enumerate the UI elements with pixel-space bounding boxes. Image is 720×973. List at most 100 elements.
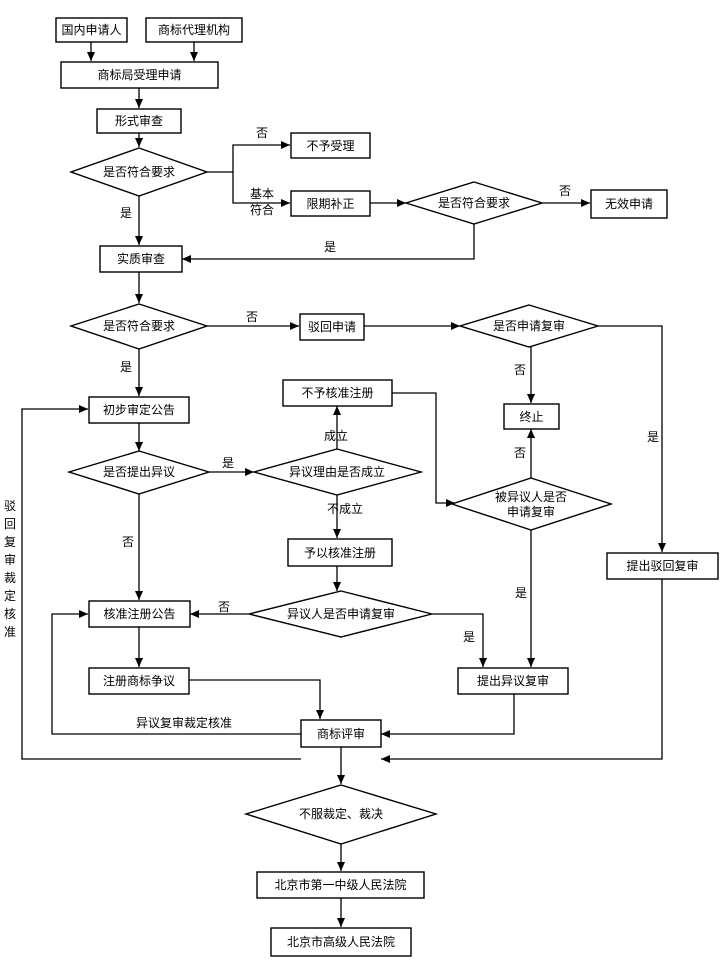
decision-opposition-filed: 是否提出异议 <box>66 450 212 495</box>
box-submit-reject-review-text: 提出驳回复审 <box>626 558 698 573</box>
decision-opposed-apply-review: 被异议人是否 申请复审 <box>449 477 614 531</box>
label-yes-2: 是 <box>324 240 336 254</box>
edge-q8-to-submit-opp-review <box>432 613 487 667</box>
decision-meets-req-2: 是否符合要求 <box>403 181 545 225</box>
decision-apply-review-reject: 是否申请复审 <box>457 304 601 348</box>
label-yes-1: 是 <box>120 206 132 220</box>
decision-disagree-text: 不服裁定、裁决 <box>299 806 383 821</box>
box-substantive-exam-text: 实质审查 <box>117 251 165 266</box>
decision-opposition-filed-text: 是否提出异议 <box>103 464 175 479</box>
box-tm-review-text: 商标评审 <box>317 726 365 741</box>
edge-opp-review-to-tm-review <box>381 694 515 738</box>
label-yes-3: 是 <box>120 360 132 374</box>
label-yes-4: 是 <box>647 430 659 444</box>
box-trademark-agency-text: 商标代理机构 <box>158 22 230 37</box>
box-reject-application-text: 驳回申请 <box>308 320 356 334</box>
box-not-accepted-text: 不予受理 <box>306 139 354 153</box>
label-basic-2: 符合 <box>250 202 274 217</box>
left-vertical-label-char-4: 裁 <box>4 571 16 585</box>
box-limited-correction: 限期补正 <box>290 190 371 217</box>
box-prelim-announce: 初步审定公告 <box>88 396 190 424</box>
label-not-established: 不成立 <box>327 501 363 516</box>
box-approve-reg: 予以核准注册 <box>287 538 393 567</box>
decision-opposition-valid-text: 异议理由是否成立 <box>289 464 385 479</box>
edge-tm-review-reject-approved <box>21 405 301 760</box>
box-domestic-applicant-text: 国内申请人 <box>61 23 121 37</box>
edges <box>21 42 666 927</box>
left-vertical-label: 驳 回 复 审 裁 定 核 准 <box>4 499 16 639</box>
label-no-1: 否 <box>256 126 268 140</box>
label-opp-review-approved: 异议复审裁定核准 <box>136 715 232 730</box>
box-submit-opp-review: 提出异议复审 <box>457 667 569 695</box>
decision-meets-req-1: 是否符合要求 <box>68 147 210 197</box>
edge-q2-to-substantive <box>182 224 475 263</box>
edge-q1-to-not-accepted <box>207 141 290 173</box>
box-terminate-text: 终止 <box>519 409 543 424</box>
box-not-approve-reg: 不予核准注册 <box>282 379 393 407</box>
box-domestic-applicant: 国内申请人 <box>55 17 128 43</box>
label-no-5: 否 <box>514 446 526 460</box>
box-approve-reg-text: 予以核准注册 <box>304 545 376 560</box>
label-established: 成立 <box>324 428 348 443</box>
label-no-2: 否 <box>559 184 571 198</box>
label-no-3: 否 <box>246 310 258 324</box>
box-reject-application: 驳回申请 <box>299 313 365 341</box>
box-not-accepted: 不予受理 <box>290 132 371 159</box>
edge-reject-review-to-tm-review <box>381 579 663 763</box>
edge-not-approve-to-q7 <box>392 392 455 507</box>
box-invalid-application-text: 无效申请 <box>605 196 653 211</box>
left-vertical-label-char-1: 回 <box>4 517 16 531</box>
box-court-1-text: 北京市第一中级人民法院 <box>274 877 406 892</box>
box-trademark-agency: 商标代理机构 <box>145 17 243 43</box>
box-limited-correction-text: 限期补正 <box>306 197 354 211</box>
decision-meets-req-3: 是否符合要求 <box>68 303 210 350</box>
edge-tm-review-opp-approved <box>51 610 301 735</box>
box-reg-announce-text: 核准注册公告 <box>103 606 175 621</box>
left-vertical-label-char-2: 复 <box>4 535 16 549</box>
box-submit-reject-review: 提出驳回复审 <box>606 552 719 580</box>
box-office-accept-text: 商标局受理申请 <box>97 67 181 82</box>
box-terminate: 终止 <box>503 403 560 430</box>
label-no-6: 否 <box>122 535 134 549</box>
decision-opposed-apply-review-text-1: 被异议人是否 <box>495 490 567 504</box>
box-tm-review: 商标评审 <box>300 719 382 748</box>
label-yes-6: 是 <box>515 586 527 600</box>
box-formal-exam: 形式审查 <box>96 108 182 134</box>
left-vertical-label-char-5: 定 <box>4 588 16 603</box>
edge-q4-to-submit-reject-review <box>598 325 666 552</box>
box-court-1: 北京市第一中级人民法院 <box>256 871 425 899</box>
box-not-approve-reg-text: 不予核准注册 <box>301 385 373 400</box>
edge-q1-to-correction <box>232 172 290 207</box>
box-prelim-announce-text: 初步审定公告 <box>103 402 175 417</box>
decision-meets-req-3-text: 是否符合要求 <box>103 318 175 333</box>
box-office-accept: 商标局受理申请 <box>60 61 219 89</box>
box-invalid-application: 无效申请 <box>590 189 668 219</box>
left-vertical-label-char-0: 驳 <box>4 499 16 513</box>
decision-meets-req-1-text: 是否符合要求 <box>103 164 175 179</box>
decision-opponent-apply-review-text: 异议人是否申请复审 <box>287 606 395 621</box>
box-substantive-exam: 实质审查 <box>99 245 183 273</box>
decision-opposition-valid: 异议理由是否成立 <box>251 448 424 496</box>
decision-meets-req-2-text: 是否符合要求 <box>438 195 510 210</box>
box-reg-announce: 核准注册公告 <box>88 600 191 628</box>
label-no-4: 否 <box>514 363 526 377</box>
label-yes-5: 是 <box>222 456 234 470</box>
decision-apply-review-reject-text: 是否申请复审 <box>493 318 565 333</box>
left-vertical-label-char-6: 核 <box>4 607 16 621</box>
label-yes-7: 是 <box>463 630 475 644</box>
edge-dispute-to-tm-review <box>189 679 324 719</box>
decision-opposed-apply-review-text-2: 申请复审 <box>507 504 555 519</box>
box-formal-exam-text: 形式审查 <box>115 113 163 128</box>
edge-labels: 否 基本 符合 是 否 是 否 是 否 是 是 成立 否 不成立 否 否 是 是… <box>120 126 659 730</box>
left-vertical-label-char-3: 审 <box>4 552 16 567</box>
box-court-2-text: 北京市高级人民法院 <box>287 934 395 949</box>
label-no-7: 否 <box>218 600 230 614</box>
decision-disagree: 不服裁定、裁决 <box>243 784 439 845</box>
box-court-2: 北京市高级人民法院 <box>270 927 412 957</box>
box-dispute: 注册商标争议 <box>88 667 190 695</box>
box-dispute-text: 注册商标争议 <box>103 673 175 688</box>
left-vertical-label-char-7: 准 <box>4 625 16 639</box>
label-basic-1: 基本 <box>250 187 274 201</box>
box-submit-opp-review-text: 提出异议复审 <box>477 673 549 688</box>
